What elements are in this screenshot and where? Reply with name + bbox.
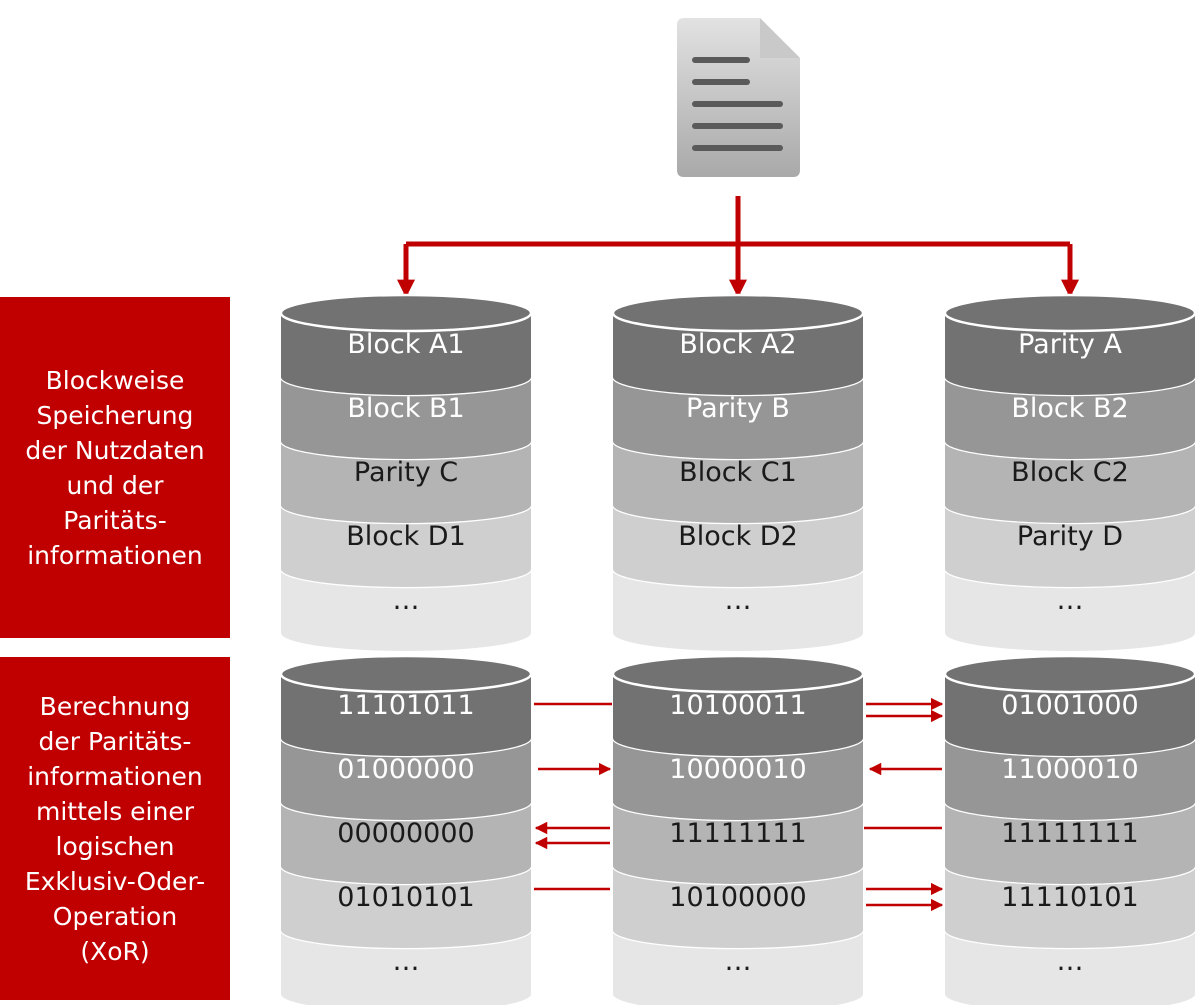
disk-segment: 11111111 [611, 801, 865, 884]
disk-cell-label: … [725, 585, 752, 616]
disk-cell-label: Block D1 [346, 521, 466, 552]
disk-cell-label: 11000010 [1001, 754, 1138, 785]
disk-segment: Parity B [611, 376, 865, 459]
disk-segment: 10000010 [611, 737, 865, 820]
disk-cell-label: 01010101 [337, 882, 474, 913]
disk-cell-label: Block C2 [1011, 457, 1129, 488]
disk-segment: 11111111 [943, 801, 1197, 884]
disk-cell-label: … [393, 946, 420, 977]
disk-segment: Block D2 [611, 504, 865, 587]
disk-cell-label: Block B2 [1011, 393, 1128, 424]
storage-disk-3: … Parity D Block C2 Block B2 Parity A [943, 293, 1197, 651]
disk-segment: 00000000 [279, 801, 533, 884]
disk-cell-label: Parity C [354, 457, 458, 488]
disk-cell-label: … [725, 946, 752, 977]
disk-cell-label: 11111111 [669, 818, 806, 849]
disk-cell-label: 10100011 [669, 690, 806, 721]
disk-segment: Parity A [945, 313, 1195, 395]
disk-top [279, 293, 533, 333]
disk-segment: Block A1 [281, 313, 531, 395]
disk-segment: Block C2 [943, 440, 1197, 523]
xor-disk-1: … 01010101 00000000 01000000 11101011 [279, 654, 533, 1005]
disk-cell-label: … [393, 585, 420, 616]
disk-segment: 01001000 [945, 674, 1195, 756]
disk-segment: Block B1 [279, 376, 533, 459]
disk-segment: Block B2 [943, 376, 1197, 459]
disk-segment: … [611, 929, 865, 1005]
disk-cell-label: Block C1 [679, 457, 797, 488]
disk-cell-label: 00000000 [337, 818, 474, 849]
disk-top [279, 654, 533, 694]
disk-cell-label: 01001000 [1001, 690, 1138, 721]
disk-cell-label: 10000010 [669, 754, 806, 785]
disk-cell-label: Block D2 [678, 521, 798, 552]
disk-segment: 10100000 [611, 865, 865, 948]
disk-cell-label: Parity A [1018, 329, 1122, 360]
storage-disk-2: … Block D2 Block C1 Parity B Block A2 [611, 293, 865, 651]
distribution-connector [397, 196, 1079, 298]
disk-cell-label: 01000000 [337, 754, 474, 785]
disk-cell-label: Block A1 [347, 329, 464, 360]
storage-disk-1: … Block D1 Parity C Block B1 Block A1 [279, 293, 533, 651]
xor-disk-2: … 10100000 11111111 10000010 10100011 [611, 654, 865, 1005]
disk-cell-label: … [1057, 946, 1084, 977]
disk-segment: Parity D [943, 504, 1197, 587]
disk-cell-label: 11111111 [1001, 818, 1138, 849]
disk-cell-label: Block B1 [347, 393, 464, 424]
disk-top [943, 293, 1197, 333]
disk-cell-label: 11101011 [337, 690, 474, 721]
disk-cell-label: Parity B [686, 393, 790, 424]
disk-top [611, 654, 865, 694]
disk-cell-label: 10100000 [669, 882, 806, 913]
disk-cell-label: … [1057, 585, 1084, 616]
disk-segment: 11101011 [281, 674, 531, 756]
xor-disk-3: … 11110101 11111111 11000010 01001000 [943, 654, 1197, 1005]
disk-cell-label: 11110101 [1001, 882, 1138, 913]
document-icon [677, 18, 800, 177]
disk-cell-label: Block A2 [679, 329, 796, 360]
storage-description-panel: Blockweise Speicherung der Nutzdaten und… [0, 297, 230, 638]
disk-segment: 10100011 [613, 674, 863, 756]
xor-description-panel: Berechnung der Paritäts- informationen m… [0, 657, 230, 1000]
xor-arrows [534, 697, 944, 912]
disk-segment: Block A2 [613, 313, 863, 395]
disk-top [611, 293, 865, 333]
disk-cell-label: Parity D [1017, 521, 1123, 552]
disk-top [943, 654, 1197, 694]
